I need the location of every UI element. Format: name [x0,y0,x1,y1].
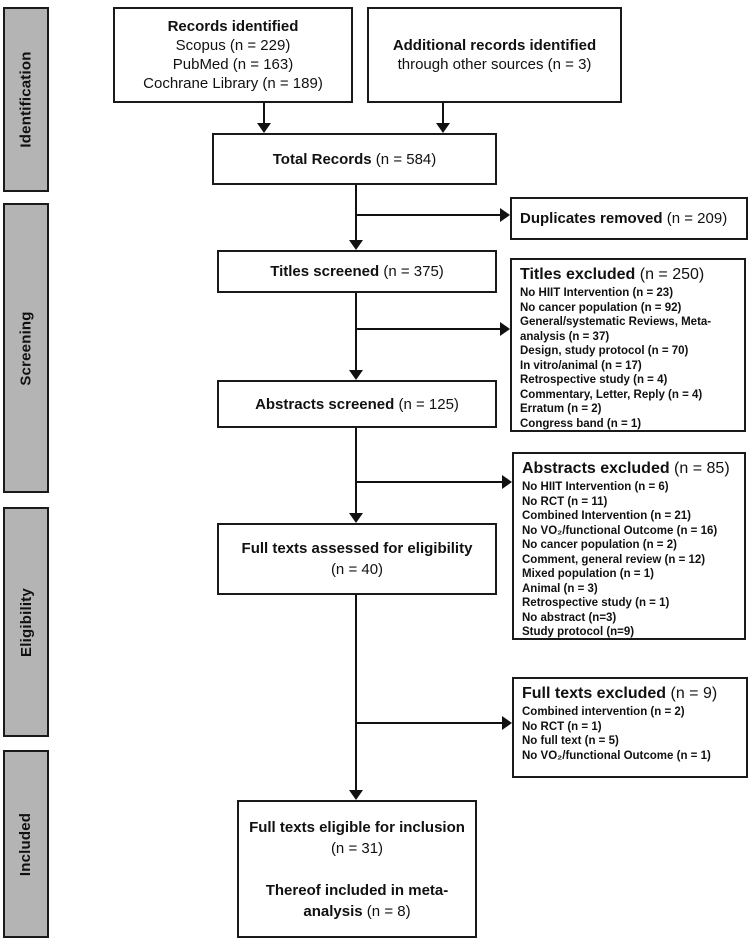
excluded-reason-item: Combined Intervention (n = 21) [522,510,692,522]
stage-eligibility-label: Eligibility [17,587,35,657]
flow-line [355,595,357,791]
titles-excluded-reasons: No HIIT Intervention (n = 23) No cancer p… [520,286,738,431]
excluded-reason-item: Animal (n = 3) [522,582,598,595]
stage-included-label: Included [17,812,35,876]
abstracts-excluded-reasons: No HIIT Intervention (n = 6) No RCT (n = … [522,480,738,640]
flow-line [356,722,502,724]
additional-records-title: Additional records identified [392,37,597,54]
titles-excluded-label: Titles excluded [520,266,636,283]
excluded-reason-item: No cancer population (n = 92) [520,301,682,314]
meta-analysis-label: Thereof included in meta-analysis [265,881,449,920]
arrow-right-icon [500,208,510,222]
full-texts-excluded-reasons: Combined intervention (n = 2) No RCT (n =… [522,705,740,763]
excluded-reason-item: Combined intervention (n = 2) [522,706,685,718]
stage-identification: Identification [3,7,49,192]
box-records-identified: Records identified Scopus (n = 229) PubM… [113,7,353,103]
box-titles-excluded: Titles excluded (n = 250) No HIIT Interv… [510,258,746,432]
flow-line [356,214,501,216]
box-additional-records: Additional records identified through ot… [367,7,622,103]
meta-analysis-count: (n = 8) [362,902,411,920]
arrow-right-icon [502,716,512,730]
flow-line [263,103,265,125]
stage-screening-label: Screening [17,310,35,386]
arrow-right-icon [500,322,510,336]
duplicates-removed-label: Duplicates removed [520,210,663,227]
records-identified-cochrane: Cochrane Library (n = 189) [143,75,323,92]
abstracts-excluded-count: (n = 85) [669,460,730,477]
excluded-reason-item: Design, study protocol (n = 70) [520,345,689,357]
excluded-reason-item: General/systematic Reviews, Meta-analysi… [520,316,712,343]
arrow-down-icon [349,240,363,250]
full-texts-assessed-label: Full texts assessed for eligibility [241,540,473,557]
box-total-records: Total Records (n = 584) [212,133,497,185]
box-full-texts-eligible: Full texts eligible for inclusion (n = 3… [237,800,477,938]
excluded-reason-item: Study protocol (n=9) [522,626,635,638]
flow-line [355,428,357,514]
excluded-reason-item: Congress band (n = 1) [520,417,642,430]
excluded-reason-item: No HIIT Intervention (n = 23) [520,287,674,299]
excluded-reason-item: No RCT (n = 1) [522,720,602,733]
box-full-texts-assessed: Full texts assessed for eligibility (n =… [217,523,497,595]
abstracts-screened-label: Abstracts screened [255,395,395,413]
flow-line [442,103,444,125]
titles-screened-count: (n = 375) [379,263,444,280]
records-identified-scopus: Scopus (n = 229) [175,37,291,54]
stage-included: Included [3,750,49,938]
arrow-down-icon [349,513,363,523]
additional-records-subtitle: through other sources (n = 3) [397,56,592,73]
box-full-texts-excluded: Full texts excluded (n = 9) Combined int… [512,677,748,778]
total-records-count: (n = 584) [371,150,437,168]
excluded-reason-item: Mixed population (n = 1) [522,568,654,580]
records-identified-pubmed: PubMed (n = 163) [172,56,294,73]
total-records-label: Total Records [272,150,372,168]
eligible-count: (n = 31) [330,839,384,857]
box-titles-screened: Titles screened (n = 375) [217,250,497,293]
excluded-reason-item: Retrospective study (n = 4) [520,374,668,386]
flow-line [355,293,357,371]
box-duplicates-removed: Duplicates removed (n = 209) [510,197,748,240]
stage-screening: Screening [3,203,49,493]
excluded-reason-item: No VO₂/functional Outcome (n = 16) [522,524,718,537]
arrow-down-icon [257,123,271,133]
excluded-reason-item: No HIIT Intervention (n = 6) [522,481,669,493]
titles-excluded-count: (n = 250) [635,266,705,283]
excluded-reason-item: No cancer population (n = 2) [522,539,677,551]
excluded-reason-item: In vitro/animal (n = 17) [520,359,642,372]
excluded-reason-item: No abstract (n=3) [522,611,617,624]
stage-identification-label: Identification [17,51,35,148]
full-texts-excluded-label: Full texts excluded [522,685,667,702]
full-texts-excluded-count: (n = 9) [666,685,718,702]
abstracts-screened-count: (n = 125) [394,395,459,413]
arrow-down-icon [436,123,450,133]
excluded-reason-item: No RCT (n = 11) [522,495,608,508]
excluded-reason-item: No VO₂/functional Outcome (n = 1) [522,749,711,762]
excluded-reason-item: Comment, general review (n = 12) [522,553,706,566]
excluded-reason-item: Commentary, Letter, Reply (n = 4) [520,388,703,401]
excluded-reason-item: No full text (n = 5) [522,735,619,747]
arrow-down-icon [349,790,363,800]
records-identified-title: Records identified [167,18,299,35]
flow-line [355,185,357,241]
arrow-down-icon [349,370,363,380]
abstracts-excluded-label: Abstracts excluded [522,460,670,477]
box-abstracts-screened: Abstracts screened (n = 125) [217,380,497,428]
excluded-reason-item: Erratum (n = 2) [520,403,602,415]
flow-line [356,328,501,330]
flow-line [356,481,502,483]
stage-eligibility: Eligibility [3,507,49,737]
titles-screened-label: Titles screened [270,263,380,280]
eligible-label: Full texts eligible for inclusion [249,818,465,836]
arrow-right-icon [502,475,512,489]
box-abstracts-excluded: Abstracts excluded (n = 85) No HIIT Inte… [512,452,746,640]
duplicates-removed-count: (n = 209) [662,210,728,227]
excluded-reason-item: Retrospective study (n = 1) [522,597,670,609]
full-texts-assessed-count: (n = 40) [330,561,384,578]
